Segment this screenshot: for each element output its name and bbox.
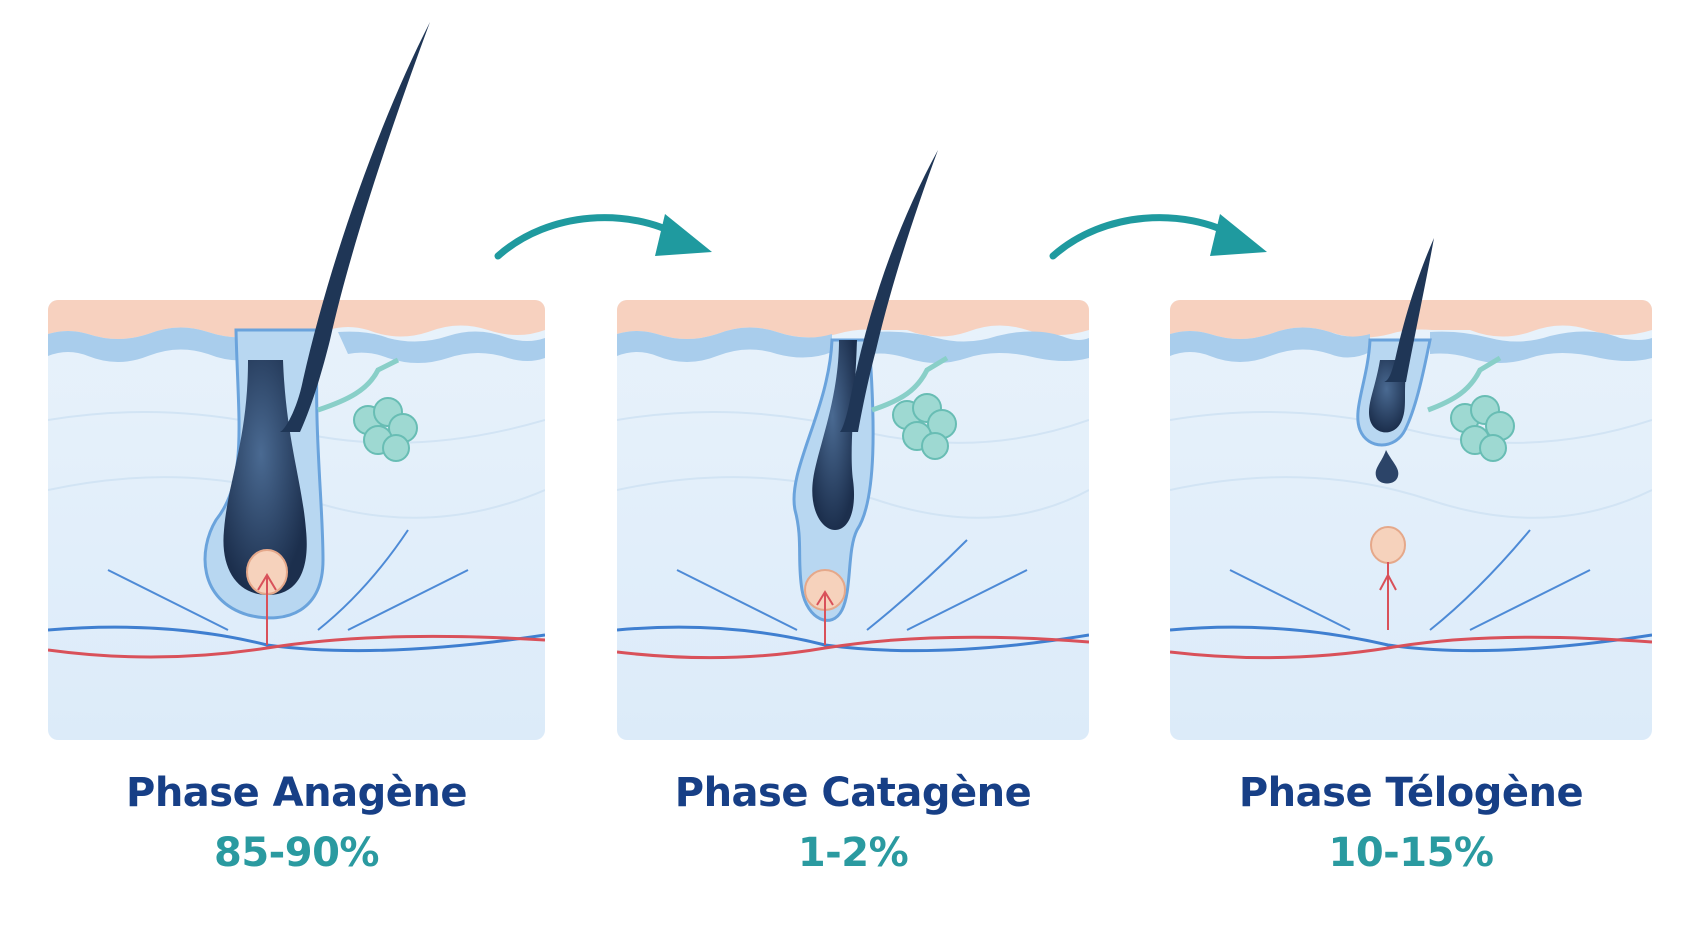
basal-layer bbox=[1170, 327, 1370, 362]
caption-anagen: Phase Anagène 85-90% bbox=[48, 768, 545, 878]
dermal-papilla bbox=[1370, 526, 1406, 564]
telogen-skin-illustration bbox=[1170, 300, 1652, 740]
basal-layer bbox=[617, 327, 832, 362]
vein bbox=[617, 625, 1089, 653]
caption-telogen: Phase Télogène 10-15% bbox=[1170, 768, 1652, 878]
phase-percentage: 10-15% bbox=[1328, 830, 1494, 876]
anagen-skin-illustration bbox=[48, 300, 545, 740]
hair-shed-droplet bbox=[1375, 450, 1399, 484]
artery bbox=[1170, 635, 1652, 660]
artery bbox=[48, 634, 545, 659]
vein bbox=[48, 625, 545, 653]
caption-catagen: Phase Catagène 1-2% bbox=[617, 768, 1089, 878]
artery bbox=[617, 635, 1089, 660]
vein bbox=[1170, 625, 1652, 653]
phase-percentage: 85-90% bbox=[213, 830, 380, 876]
panel-telogen bbox=[1170, 300, 1652, 740]
sebaceous-gland bbox=[1450, 395, 1515, 462]
catagen-skin-illustration bbox=[617, 300, 1089, 740]
basal-layer-right bbox=[1430, 331, 1652, 363]
sebaceous-duct bbox=[1427, 355, 1502, 413]
phase-title: Phase Télogène bbox=[1238, 770, 1584, 816]
phase-title: Phase Anagène bbox=[126, 770, 467, 816]
panel-anagen bbox=[48, 300, 545, 740]
curved-arrow-icon bbox=[494, 214, 712, 260]
phase-percentage: 1-2% bbox=[797, 830, 909, 876]
phase-title: Phase Catagène bbox=[674, 770, 1032, 816]
curved-arrow-icon bbox=[1049, 214, 1267, 260]
panel-catagen bbox=[617, 300, 1089, 740]
